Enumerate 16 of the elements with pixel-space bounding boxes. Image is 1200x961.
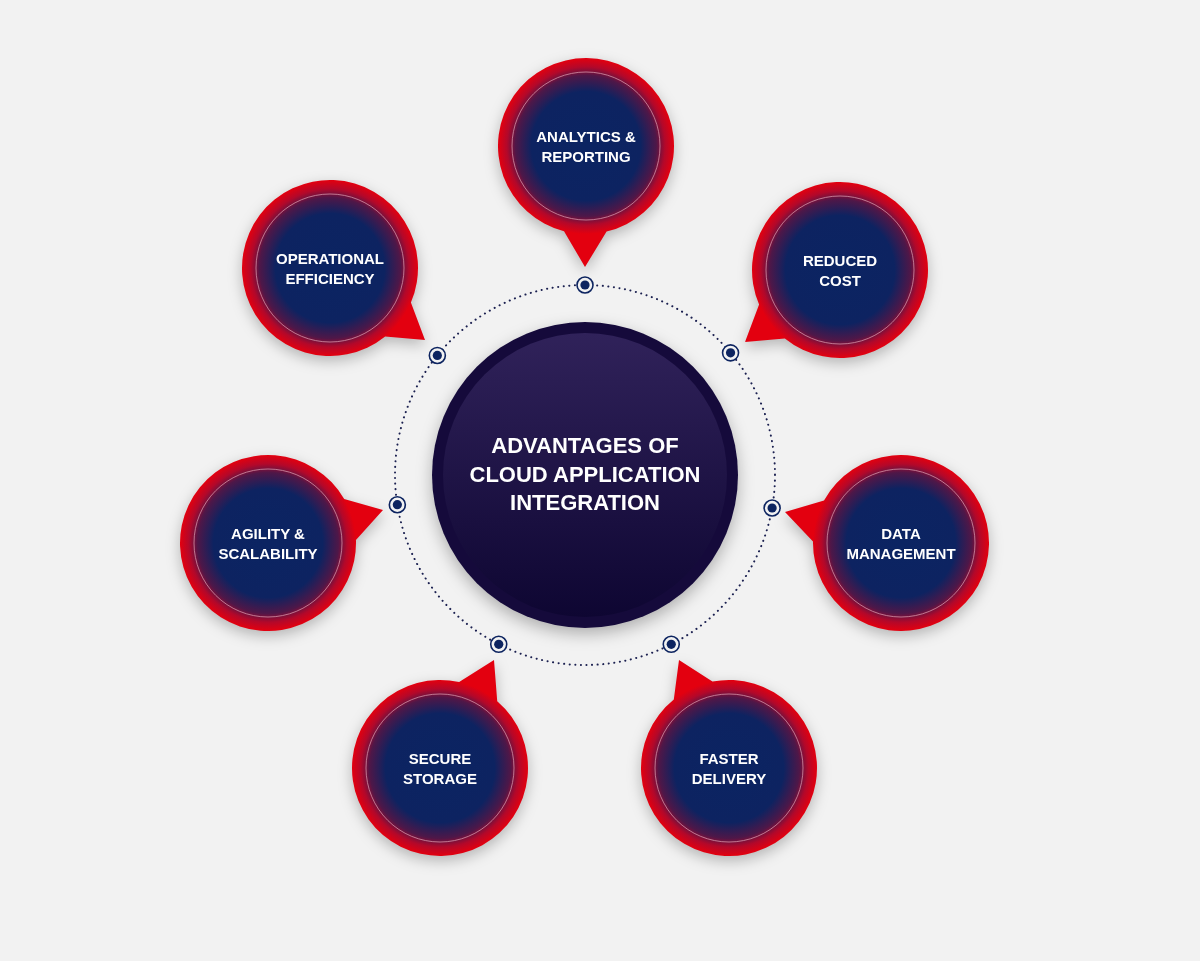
node-label: DATA MANAGEMENT [845, 523, 957, 563]
node-label: OPERATIONAL EFFICIENCY [274, 248, 386, 288]
node-label: ADVANTAGES OF CLOUD APPLICATION INTEGRATION [468, 432, 702, 518]
speech-bubble [242, 180, 425, 356]
speech-bubble [641, 660, 817, 856]
node-label: AGILITY & SCALABILITY [217, 523, 319, 563]
speech-bubble [352, 660, 528, 856]
node-label: SECURE STORAGE [402, 748, 478, 788]
speech-bubble [785, 455, 989, 631]
speech-bubble [498, 58, 674, 267]
speech-bubble [180, 455, 383, 631]
center-circle [432, 322, 738, 628]
node-label: REDUCED COST [801, 250, 879, 290]
node-label: FASTER DELIVERY [690, 748, 768, 788]
speech-bubble [745, 182, 928, 358]
node-label: ANALYTICS & REPORTING [535, 126, 637, 166]
